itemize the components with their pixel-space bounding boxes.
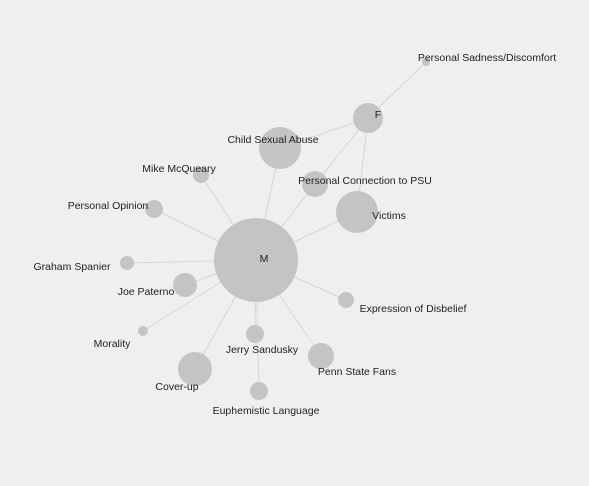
node-label-graham-spanier: Graham Spanier: [33, 261, 111, 273]
node-label-personal-connection: Personal Connection to PSU: [298, 175, 432, 187]
node-label-f: F: [375, 109, 381, 121]
node-m[interactable]: [214, 218, 298, 302]
node-label-joe-paterno: Joe Paterno: [118, 286, 175, 298]
node-label-victims: Victims: [372, 210, 406, 222]
node-personal-connection[interactable]: [302, 171, 328, 197]
node-cover-up[interactable]: [178, 352, 212, 386]
node-label-penn-state-fans: Penn State Fans: [318, 366, 396, 378]
node-penn-state-fans[interactable]: [308, 343, 334, 369]
node-label-morality: Morality: [94, 338, 132, 350]
node-personal-opinion[interactable]: [145, 200, 163, 218]
node-label-expression-of-disbelief: Expression of Disbelief: [360, 303, 467, 315]
node-f[interactable]: [353, 103, 383, 133]
node-label-personal-sadness: Personal Sadness/Discomfort: [418, 52, 556, 64]
node-child-sexual-abuse[interactable]: [259, 127, 301, 169]
node-morality[interactable]: [138, 326, 148, 336]
node-label-mike-mcqueary: Mike McQueary: [142, 163, 216, 175]
node-label-jerry-sandusky: Jerry Sandusky: [226, 344, 299, 356]
node-label-cover-up: Cover-up: [155, 381, 198, 393]
node-mike-mcqueary[interactable]: [193, 167, 209, 183]
node-label-euphemistic-language: Euphemistic Language: [213, 405, 320, 417]
node-jerry-sandusky[interactable]: [246, 325, 264, 343]
node-label-m: M: [260, 253, 269, 265]
node-label-personal-opinion: Personal Opinion: [68, 200, 149, 212]
node-euphemistic-language[interactable]: [250, 382, 268, 400]
nodes-layer: [120, 58, 430, 400]
node-personal-sadness[interactable]: [422, 58, 430, 66]
node-joe-paterno[interactable]: [173, 273, 197, 297]
node-label-child-sexual-abuse: Child Sexual Abuse: [227, 134, 318, 146]
node-graham-spanier[interactable]: [120, 256, 134, 270]
node-victims[interactable]: [336, 191, 378, 233]
node-expression-of-disbelief[interactable]: [338, 292, 354, 308]
